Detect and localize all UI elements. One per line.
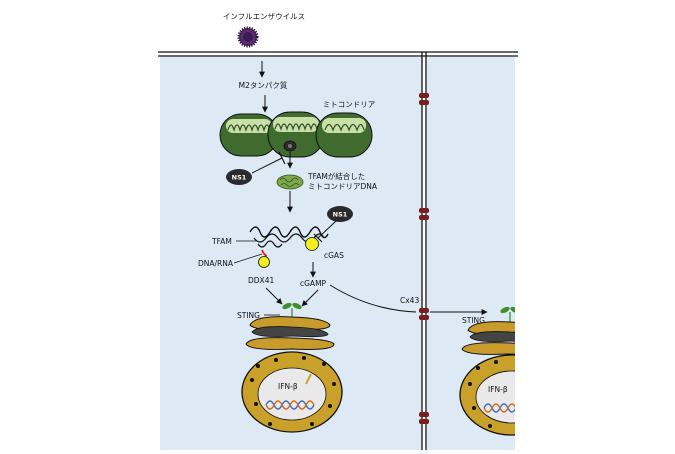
arrow-cgamp-to-sting [301, 289, 319, 307]
nucleus-right-icon [459, 354, 515, 436]
tfam-label: TFAM [211, 237, 232, 246]
inhibition-ns1-to-cgas [313, 220, 337, 243]
arrow-cgamp-to-cx43 [329, 284, 417, 313]
ifn-right-label: IFN-β [488, 385, 508, 394]
ns1-badge-top: NS1 [226, 169, 252, 185]
cgas-label: cGAS [324, 251, 344, 260]
cx43-label: Cx43 [400, 296, 419, 305]
ddx41-label: DDX41 [248, 276, 274, 285]
dna-rna-label: DNA/RNA [198, 259, 234, 268]
golgi-right-icon [461, 321, 515, 355]
mtdna-tfam-icon [276, 174, 304, 190]
dna-rna-pointer [233, 253, 263, 264]
sting-sprout-right-icon [500, 306, 515, 322]
sting-left-label: STING [237, 311, 260, 320]
ns1-badge-bottom: NS1 [327, 206, 353, 222]
virus-icon [237, 26, 259, 48]
golgi-left-icon [245, 316, 335, 350]
cgamp-label: cGAMP [300, 279, 327, 288]
tfam-dna-label-2: ミトコンドリアDNA [308, 182, 378, 191]
gap-junction-2 [419, 208, 429, 220]
mito-label: ミトコンドリア [323, 100, 376, 109]
right-cell-contents [459, 306, 515, 436]
virus-label: インフルエンザウイルス [223, 12, 305, 21]
gap-junction-1 [419, 93, 429, 105]
gap-junction-3 [419, 308, 429, 320]
ns1-label-top: NS1 [232, 174, 247, 182]
sting-right-label: STING [462, 316, 485, 325]
cgas-sensor-icon [305, 237, 319, 251]
plasma-membrane [158, 51, 518, 450]
ifn-left-label: IFN-β [278, 382, 298, 391]
arrow-ddx41-to-sting [265, 287, 283, 305]
gap-junction-4 [419, 412, 429, 424]
tfam-dna-label-1: TFAMが結合した [307, 171, 365, 181]
ns1-label-bottom: NS1 [333, 211, 348, 219]
nucleus-left-icon [241, 351, 343, 433]
ddx41-sensor-icon [258, 256, 270, 268]
m2-label: M2タンパク質 [239, 80, 288, 90]
sting-sprout-left-icon [282, 302, 302, 318]
inhibition-ns1-to-mito [251, 151, 286, 174]
mitochondria-icon [219, 111, 373, 158]
